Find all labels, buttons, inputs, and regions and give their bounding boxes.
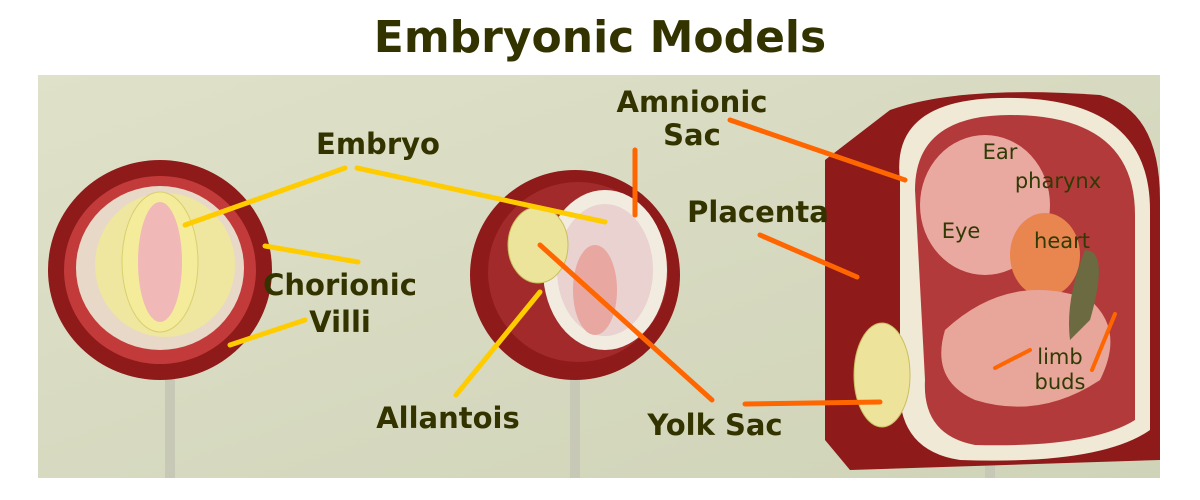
label-chorionic: Chorionic	[263, 268, 417, 302]
label-placenta: Placenta	[687, 195, 829, 229]
early-embryo-model	[48, 160, 272, 380]
pointer-chorionic-bottom	[227, 317, 308, 348]
label-ear: Ear	[983, 140, 1018, 164]
label-pharynx: pharynx	[1015, 169, 1101, 193]
stand-left	[165, 370, 175, 478]
pointer-embryo-left	[182, 165, 348, 228]
label-heart: heart	[1034, 229, 1090, 253]
label-embryo: Embryo	[316, 127, 440, 161]
pointer-embryo-middle	[354, 165, 608, 225]
label-buds: buds	[1035, 370, 1086, 394]
stand-middle	[570, 375, 580, 478]
label-yolk-sac: Yolk Sac	[646, 408, 782, 442]
pointer-chorionic-top	[262, 243, 361, 265]
label-sac: Sac	[663, 118, 721, 152]
diagram-title: Embryonic Models	[373, 12, 827, 63]
label-limb: limb	[1037, 345, 1082, 369]
label-villi: Villi	[309, 305, 371, 339]
label-eye: Eye	[942, 219, 981, 243]
pointer-yolk-right	[742, 399, 883, 407]
pointer-amnionic-right	[727, 117, 908, 183]
pointer-placenta	[757, 232, 860, 280]
pointer-allantois	[453, 289, 543, 398]
label-amnionic: Amnionic	[617, 85, 768, 119]
late-embryo-model	[825, 92, 1160, 470]
pointer-limb-right	[1090, 312, 1117, 372]
pointer-limb-left	[993, 348, 1032, 370]
pointer-yolk-middle	[537, 242, 715, 403]
label-allantois: Allantois	[376, 401, 520, 435]
stand-right	[985, 460, 995, 478]
